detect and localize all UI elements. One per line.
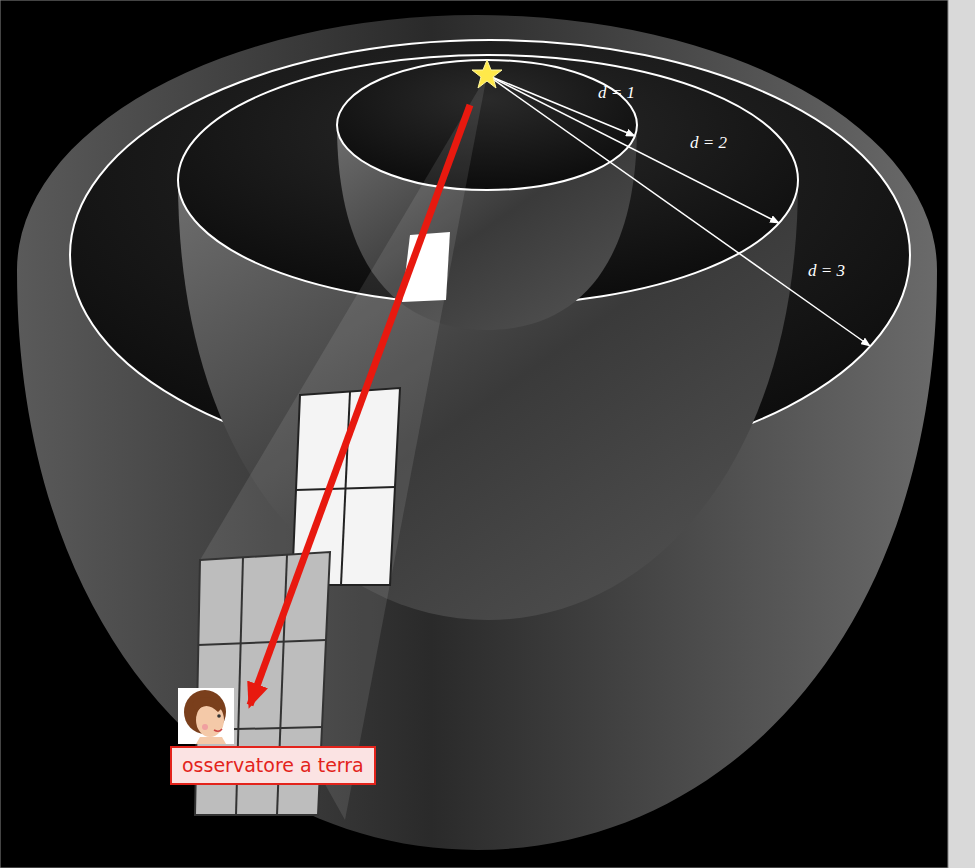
distance-label: d = 2	[690, 134, 727, 153]
observer-label-box: osservatore a terra	[170, 746, 376, 785]
observer-label: osservatore a terra	[182, 754, 364, 777]
distance-label: d = 3	[808, 262, 845, 281]
distance-label: d = 1	[598, 84, 635, 103]
observer-icon	[178, 688, 234, 744]
